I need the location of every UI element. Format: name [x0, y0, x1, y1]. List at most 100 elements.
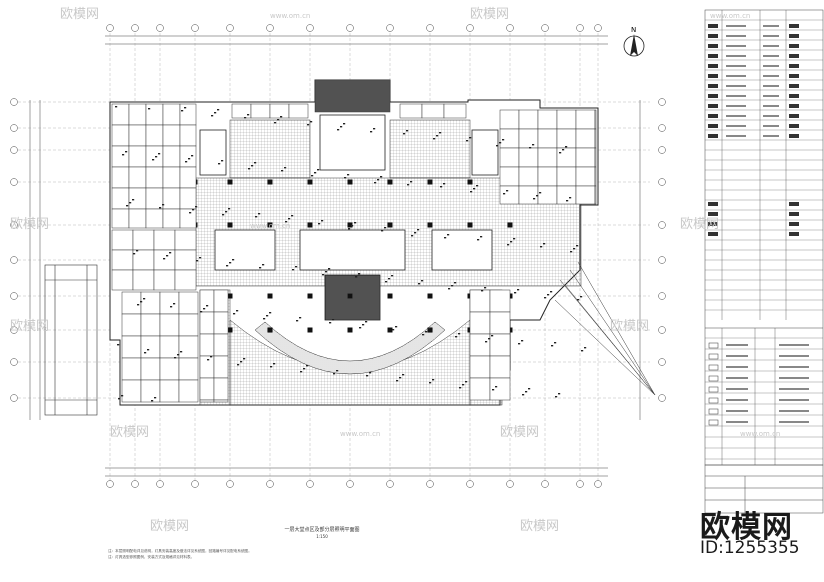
legend-symbol [789, 54, 799, 58]
light-fixture [466, 140, 469, 142]
light-fixture [263, 318, 266, 320]
room-cell [174, 269, 197, 291]
light-fixture [566, 200, 569, 202]
room-cell [469, 355, 491, 379]
light-fixture [374, 182, 377, 184]
room-cell [556, 128, 577, 149]
light-fixture [122, 154, 125, 156]
light-fixture [121, 395, 124, 397]
axis-bubble [156, 24, 164, 32]
light-fixture [136, 250, 139, 252]
light-fixture [517, 289, 520, 291]
legend-symbol [789, 34, 799, 38]
room-cell [128, 124, 147, 147]
axis-bubble [506, 480, 514, 488]
column [307, 222, 313, 228]
legend-symbol [708, 232, 718, 236]
light-fixture [322, 274, 325, 276]
light-fixture [329, 322, 332, 324]
legend-text-mark [726, 399, 748, 401]
legend-text-mark [779, 399, 809, 401]
room-cell [213, 289, 229, 313]
watermark-site: www.om.cn [250, 222, 290, 230]
room-cell [178, 335, 199, 359]
light-fixture [181, 110, 184, 112]
room-cell [469, 289, 491, 313]
light-fixture [432, 379, 435, 381]
legend-symbol [708, 364, 719, 371]
light-fixture [237, 364, 240, 366]
room-cell [199, 311, 215, 335]
legend-text-mark [726, 410, 748, 412]
light-fixture [354, 222, 357, 224]
room-cell [537, 185, 558, 205]
room-cell [594, 166, 597, 187]
room-cell [499, 185, 520, 205]
light-fixture [403, 133, 406, 135]
light-fixture [551, 345, 554, 347]
light-fixture [444, 237, 447, 239]
light-fixture [232, 259, 235, 261]
axis-bubble [426, 24, 434, 32]
light-fixture [214, 112, 217, 114]
room-cell [269, 103, 290, 119]
drawing-title: 一层大堂点区及部分层照明平面图 [284, 527, 360, 533]
room-cell [128, 208, 147, 229]
room-cell [162, 208, 181, 229]
light-fixture [169, 252, 172, 254]
light-fixture [418, 283, 421, 285]
light-fixture [522, 394, 525, 396]
column [227, 222, 233, 228]
room-cell [499, 128, 520, 149]
light-fixture [476, 185, 479, 187]
column [427, 222, 433, 228]
room-cell [174, 229, 197, 251]
light-fixture [211, 115, 214, 117]
light-fixture [240, 361, 243, 363]
light-fixture [258, 213, 261, 215]
watermark-brand: 欧模网 [680, 217, 719, 232]
light-fixture [306, 365, 309, 367]
axis-bubble [466, 480, 474, 488]
light-fixture [407, 184, 410, 186]
room-cell [575, 128, 596, 149]
legend-symbol [789, 24, 799, 28]
light-fixture [155, 156, 158, 158]
room-cell [594, 109, 597, 130]
legend-symbol [708, 397, 719, 404]
light-fixture [433, 138, 436, 140]
light-fixture [147, 349, 150, 351]
axis-bubble [266, 480, 274, 488]
room-cell [140, 357, 161, 381]
light-fixture [117, 344, 120, 346]
room-cell [121, 313, 142, 337]
room-cell [128, 187, 147, 210]
light-fixture [328, 268, 331, 270]
room-cell [145, 187, 164, 210]
axis-bubble [541, 24, 549, 32]
room-cell [179, 124, 197, 147]
light-fixture [118, 398, 121, 400]
light-fixture [495, 386, 498, 388]
legend-symbol [708, 353, 719, 360]
light-fixture [162, 204, 165, 206]
light-fixture [206, 305, 209, 307]
legend-symbol [789, 212, 799, 216]
room-cell [140, 335, 161, 359]
room-cell [421, 103, 445, 119]
watermark-site: www.om.cn [270, 12, 310, 20]
light-fixture [377, 179, 380, 181]
column [387, 179, 393, 185]
room-cell [153, 249, 176, 271]
legend-text-mark [726, 35, 746, 37]
legend-text-mark [726, 115, 746, 117]
light-fixture [228, 208, 231, 210]
light-fixture [532, 144, 535, 146]
room-cell [199, 289, 215, 313]
light-fixture [422, 334, 425, 336]
axis-bubble [10, 394, 18, 402]
legend-text-mark [779, 366, 809, 368]
axis-bubble [426, 480, 434, 488]
axis-bubble [131, 24, 139, 32]
legend-symbol [708, 64, 718, 68]
